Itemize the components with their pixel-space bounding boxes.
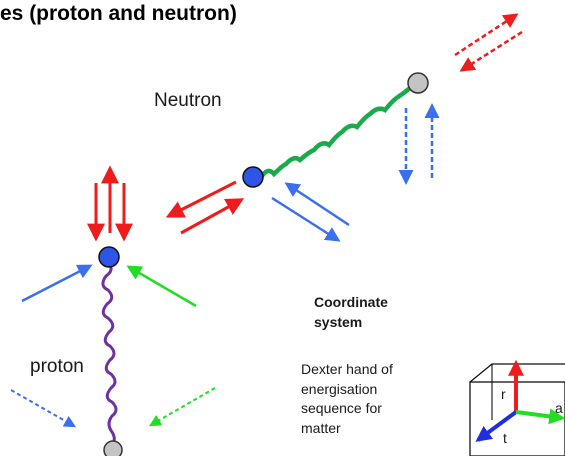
dashed-red-arrow-outgoing <box>454 13 519 57</box>
blue-arrow-neutron-in <box>284 182 350 227</box>
coordinate-system-heading: Coordinate system <box>314 294 388 330</box>
axis-a-arrow <box>515 408 565 425</box>
red-arrow-neutron-in <box>180 198 245 235</box>
dashed-blue-arrow-bottom <box>10 389 77 428</box>
red-arrow-neutron-out <box>165 180 237 218</box>
proton-particle <box>98 246 120 268</box>
page-title: es (proton and neutron) <box>0 2 237 25</box>
dashed-green-arrow-bottom <box>148 387 216 427</box>
blue-arrow-to-proton <box>21 264 93 303</box>
axis-a-label: a <box>555 400 563 416</box>
coordinate-system-description: Dexter hand of energisation sequence for… <box>301 361 393 436</box>
neutron-particle <box>242 166 264 188</box>
axis-r-label: r <box>501 386 506 402</box>
dashed-red-arrow-incoming <box>459 30 523 72</box>
axis-t-label: t <box>503 430 507 446</box>
neutron-label: Neutron <box>154 90 222 111</box>
grey-particle-top <box>407 72 429 94</box>
proton-wave-line <box>101 260 118 446</box>
neutron-wave-line <box>259 85 413 179</box>
blue-arrow-neutron-out <box>271 196 341 242</box>
proton-label: proton <box>30 356 84 377</box>
grey-particle-bottom <box>103 440 123 460</box>
green-arrow-to-proton <box>126 265 197 308</box>
axis-t-arrow <box>475 410 518 442</box>
